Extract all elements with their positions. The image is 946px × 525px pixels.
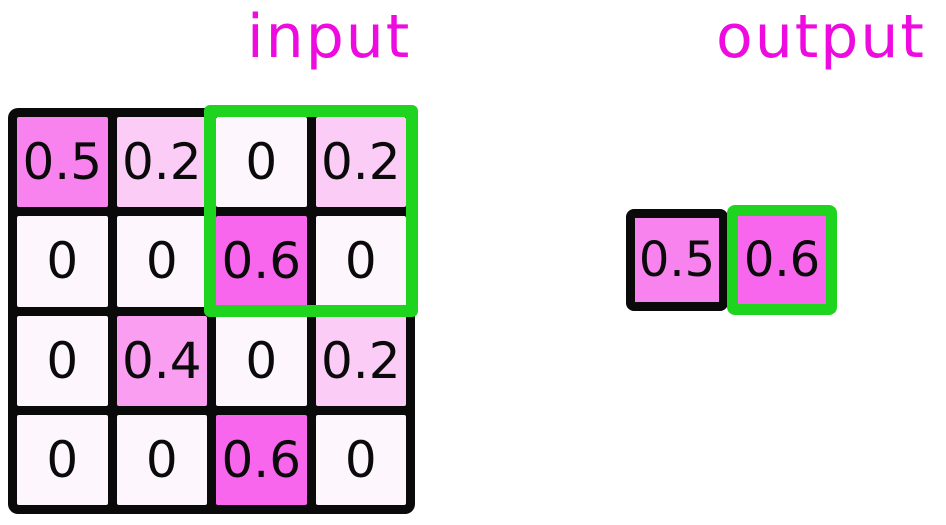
output-cell-1: 0.6 — [727, 205, 837, 315]
output-cell-0: 0.5 — [626, 209, 728, 311]
input-cell-r0c0: 0.5 — [17, 117, 108, 208]
input-cell-r1c1: 0 — [116, 216, 207, 307]
input-cell-r2c3: 0.2 — [315, 315, 406, 406]
input-cell-r3c2: 0.6 — [216, 414, 307, 505]
input-cell-r2c0: 0 — [17, 315, 108, 406]
input-title: input — [247, 2, 412, 72]
input-cell-r2c2: 0 — [216, 315, 307, 406]
input-cell-r2c1: 0.4 — [116, 315, 207, 406]
input-cell-r1c2: 0.6 — [216, 216, 307, 307]
input-cell-r3c0: 0 — [17, 414, 108, 505]
input-cell-r3c1: 0 — [116, 414, 207, 505]
input-cell-r1c0: 0 — [17, 216, 108, 307]
input-cell-r0c2: 0 — [216, 117, 307, 208]
input-cell-r1c3: 0 — [315, 216, 406, 307]
input-cell-r3c3: 0 — [315, 414, 406, 505]
input-cell-r0c3: 0.2 — [315, 117, 406, 208]
output-title: output — [716, 2, 926, 72]
input-cell-r0c1: 0.2 — [116, 117, 207, 208]
